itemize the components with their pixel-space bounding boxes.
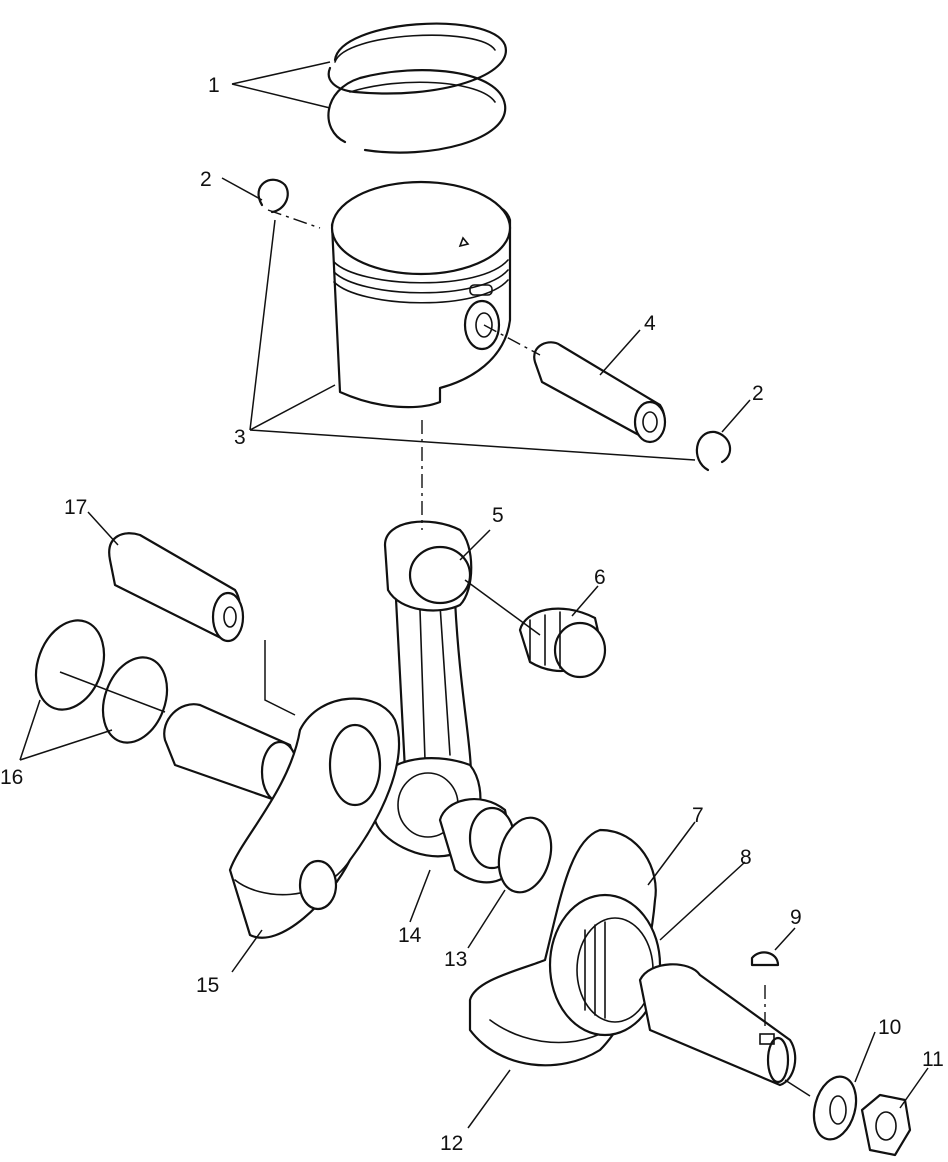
piston-ring-upper [327, 22, 507, 95]
piston-pin [533, 341, 667, 444]
callout-7: 7 [692, 804, 704, 827]
piston-ring-lower [327, 69, 507, 154]
callout-9: 9 [790, 906, 802, 929]
callout-3: 3 [234, 426, 246, 449]
assembly-line-piston-pin [483, 324, 541, 356]
callout-14: 14 [398, 924, 422, 947]
callout-13: 13 [444, 948, 467, 971]
callout-16: 16 [0, 766, 23, 789]
callout-12: 12 [440, 1132, 463, 1155]
hex-nut [860, 1093, 912, 1157]
needle-bearing [518, 607, 607, 679]
pin-clip-left [257, 178, 289, 214]
callout-4: 4 [644, 312, 656, 335]
crank-pin [108, 532, 245, 643]
callout-11: 11 [922, 1048, 944, 1071]
flat-washer [812, 1075, 858, 1141]
assembly-line-pin-clip [267, 209, 321, 229]
callout-1: 1 [208, 74, 220, 97]
shim-washer-outer [34, 619, 106, 711]
crankshaft-left-half [163, 697, 400, 939]
crankshaft-right-half [468, 828, 797, 1087]
woodruff-key [750, 951, 780, 967]
connecting-rod [373, 520, 482, 858]
callout-8: 8 [740, 846, 752, 869]
callout-15: 15 [196, 974, 219, 997]
seal-washer [497, 816, 553, 894]
pin-clip-right [695, 430, 732, 472]
piston [330, 180, 512, 409]
callout-6: 6 [594, 566, 606, 589]
callout-2-left: 2 [200, 168, 212, 191]
callout-17: 17 [64, 496, 87, 519]
leader-lines [19, 61, 929, 1129]
callout-2-right: 2 [752, 382, 764, 405]
callout-10: 10 [878, 1016, 901, 1039]
callout-5: 5 [492, 504, 504, 527]
